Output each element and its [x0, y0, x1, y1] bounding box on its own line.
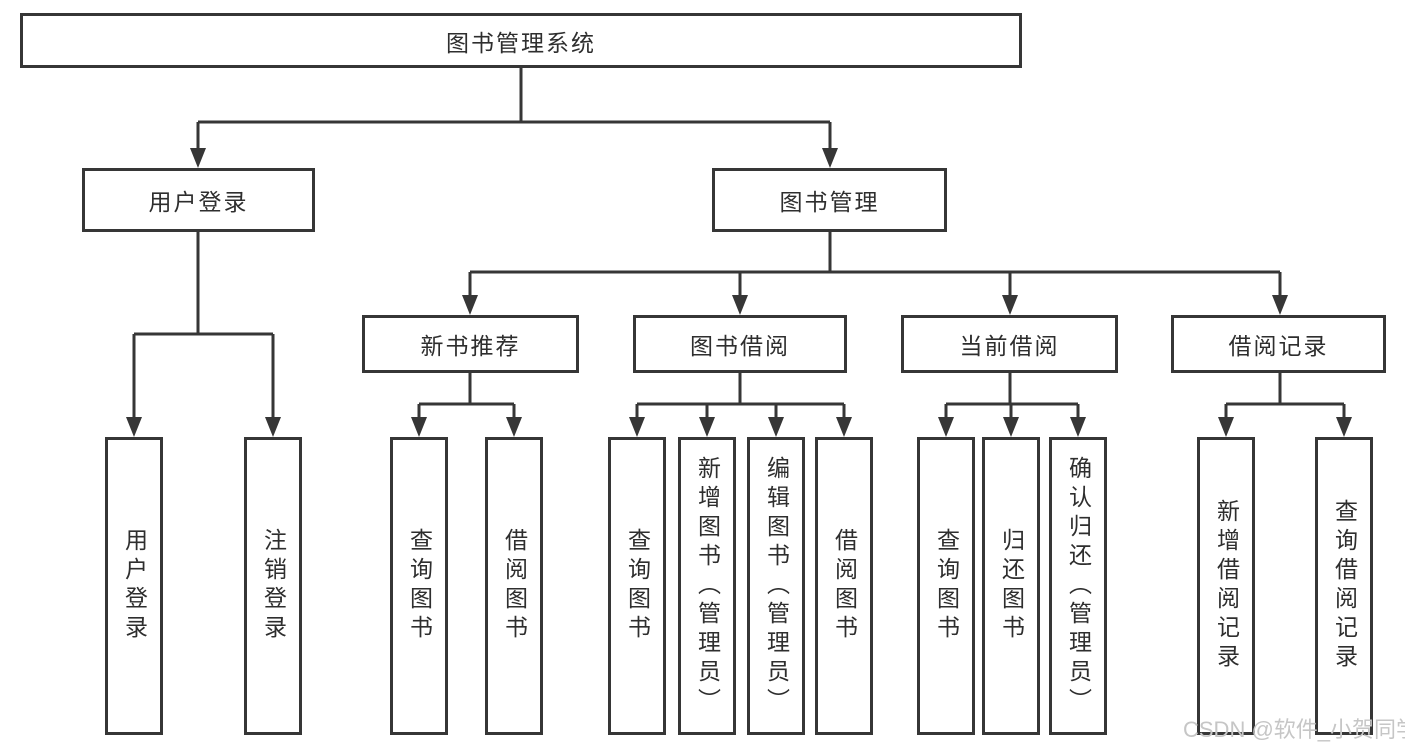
- leaf-current-query-label: 查询图书: [933, 528, 960, 644]
- leaf-newbooks-borrow-label: 借阅图书: [501, 528, 528, 644]
- leaf-records-query-label: 查询借阅记录: [1331, 499, 1358, 673]
- leaf-records-query: 查询借阅记录: [1315, 437, 1373, 735]
- leaf-newbooks-query: 查询图书: [390, 437, 448, 735]
- leaf-borrowing-edit-admin-label: 编辑图书（管理员）: [763, 455, 790, 717]
- node-book-borrowing: 图书借阅: [633, 315, 847, 373]
- leaf-current-confirm-admin-label: 确认归还（管理员）: [1065, 455, 1092, 717]
- leaf-borrowing-borrow: 借阅图书: [815, 437, 873, 735]
- leaf-current-return: 归还图书: [982, 437, 1040, 735]
- leaf-borrowing-query: 查询图书: [608, 437, 666, 735]
- leaf-newbooks-borrow: 借阅图书: [485, 437, 543, 735]
- node-root-label: 图书管理系统: [446, 29, 596, 56]
- leaf-records-add-label: 新增借阅记录: [1213, 499, 1240, 673]
- node-new-book-recommend: 新书推荐: [362, 315, 579, 373]
- node-current-borrowing-label: 当前借阅: [959, 333, 1060, 359]
- node-book-borrowing-label: 图书借阅: [690, 333, 790, 359]
- leaf-logout: 注销登录: [244, 437, 302, 735]
- csdn-watermark: CSDN @软件_小贺同学: [1183, 717, 1405, 742]
- leaf-current-query: 查询图书: [917, 437, 975, 735]
- leaf-logout-label: 注销登录: [260, 528, 287, 644]
- node-borrowing-records-label: 借阅记录: [1228, 333, 1329, 359]
- leaf-records-add: 新增借阅记录: [1197, 437, 1255, 735]
- node-user-login: 用户登录: [82, 168, 315, 232]
- node-root-system: 图书管理系统: [20, 13, 1022, 68]
- node-user-login-label: 用户登录: [148, 189, 249, 215]
- leaf-current-confirm-admin: 确认归还（管理员）: [1049, 437, 1107, 735]
- leaf-user-login: 用户登录: [105, 437, 163, 735]
- leaf-user-login-label: 用户登录: [121, 528, 148, 644]
- leaf-borrowing-query-label: 查询图书: [624, 528, 651, 644]
- leaf-newbooks-query-label: 查询图书: [406, 528, 433, 644]
- leaf-borrowing-borrow-label: 借阅图书: [831, 528, 858, 644]
- node-borrowing-records: 借阅记录: [1171, 315, 1386, 373]
- node-new-book-recommend-label: 新书推荐: [420, 333, 521, 359]
- arrowheads: [126, 148, 1352, 437]
- leaf-borrowing-add-admin-label: 新增图书（管理员）: [694, 455, 721, 717]
- leaf-borrowing-edit-admin: 编辑图书（管理员）: [747, 437, 805, 735]
- leaf-current-return-label: 归还图书: [998, 528, 1025, 644]
- connector-lines: [132, 68, 1346, 419]
- node-current-borrowing: 当前借阅: [901, 315, 1118, 373]
- node-book-management-label: 图书管理: [779, 189, 880, 215]
- node-book-management: 图书管理: [712, 168, 947, 232]
- leaf-borrowing-add-admin: 新增图书（管理员）: [678, 437, 736, 735]
